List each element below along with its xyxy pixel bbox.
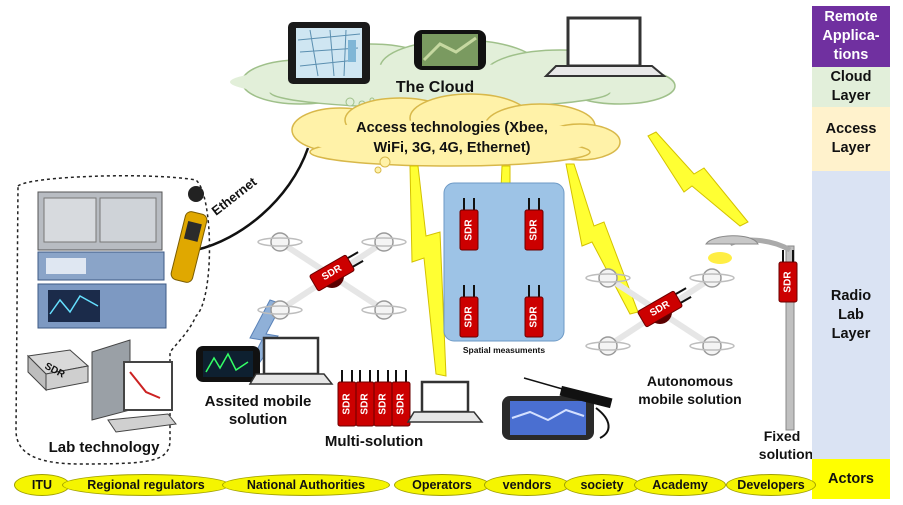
sdr-module: SDR	[337, 370, 357, 427]
access-cloud-shape	[291, 93, 621, 174]
ethernet-label: Ethernet	[209, 174, 260, 219]
fixed-label-line-2: solution	[759, 446, 813, 462]
drone-icon: SDR	[585, 268, 735, 356]
sdr-module: SDR	[459, 198, 479, 251]
spectrum-analyzer-icon	[170, 186, 208, 283]
sdr-label: SDR	[529, 306, 540, 328]
layer-actors: Actors	[812, 459, 890, 499]
layer-cloud: Cloud Layer	[812, 67, 890, 107]
sdr-module: SDR	[355, 370, 375, 427]
drone-icon: SDR	[257, 232, 407, 320]
sdr-label: SDR	[464, 219, 475, 241]
actor-society: society	[564, 474, 640, 496]
access-label-line-2: WiFi, 3G, 4G, Ethernet)	[374, 140, 531, 156]
sdr-module: SDR	[309, 251, 364, 292]
actor-itu: ITU	[14, 474, 70, 496]
lightning-bolt-fixed	[647, 131, 749, 227]
sdr-label: SDR	[378, 393, 389, 415]
sdr-label: SDR	[529, 219, 540, 241]
ethernet-cable	[195, 147, 310, 252]
sdr-module: SDR	[524, 285, 544, 338]
layer-access: Access Layer	[812, 107, 890, 171]
spatial-label: Spatial measuments	[463, 345, 545, 355]
actor-regional-regulators: Regional regulators	[62, 474, 230, 496]
sdr-module: SDR	[524, 198, 544, 251]
cloud-label: The Cloud	[396, 79, 474, 96]
multi-laptop-icon	[406, 380, 484, 423]
sdr-module: SDR	[459, 285, 479, 338]
assisted-label-line-2: solution	[229, 411, 287, 428]
assisted-laptop-icon	[248, 336, 334, 385]
sdr-label: SDR	[342, 393, 353, 415]
sdr-label: SDR	[783, 271, 794, 293]
sdr-fixed: SDR	[778, 250, 798, 303]
autonomous-label-line-1: Autonomous	[647, 373, 734, 389]
autonomous-label-line-2: mobile solution	[638, 391, 741, 407]
street-lamp-icon	[705, 235, 795, 431]
actor-vendors: vendors	[484, 474, 570, 496]
actor-national-authorities: National Authorities	[222, 474, 390, 496]
multi-label: Multi-solution	[325, 433, 423, 450]
sdr-label: SDR	[360, 393, 371, 415]
access-label-line-1: Access technologies (Xbee,	[356, 120, 548, 136]
actor-academy: Academy	[634, 474, 726, 496]
sdr-box-icon: SDR	[26, 349, 90, 392]
sdr-label: SDR	[396, 393, 407, 415]
spatial-sdr-group: SDR SDR SDR SDR	[459, 198, 544, 338]
desktop-computer-icon	[91, 339, 177, 433]
layer-radio-lab: Radio Lab Layer	[812, 171, 890, 459]
smartphone-icon	[414, 30, 486, 70]
assisted-label-line-1: Assited mobile	[205, 393, 312, 410]
actor-operators: Operators	[394, 474, 490, 496]
laptop-icon	[543, 16, 667, 77]
instrument-rack-icon	[37, 191, 167, 329]
actor-developers: Developers	[726, 474, 816, 496]
lightning-bolt-multi	[409, 165, 447, 377]
lab-boundary	[15, 174, 211, 465]
sdr-module: SDR	[373, 370, 393, 427]
tablet-icon	[288, 22, 370, 84]
lab-label: Lab technology	[49, 439, 160, 456]
phone-dongle-icon	[502, 377, 613, 440]
sdr-module: SDR	[391, 370, 411, 427]
assisted-phone-icon	[196, 346, 260, 382]
sdr-module: SDR	[637, 287, 692, 328]
sdr-bank: SDR SDR SDR SDR	[337, 370, 411, 427]
layer-remote-applications: Remote Applica- tions	[812, 6, 890, 67]
sdr-module: SDR	[778, 250, 798, 303]
fixed-label-line-1: Fixed	[764, 428, 801, 444]
sdr-label: SDR	[464, 306, 475, 328]
